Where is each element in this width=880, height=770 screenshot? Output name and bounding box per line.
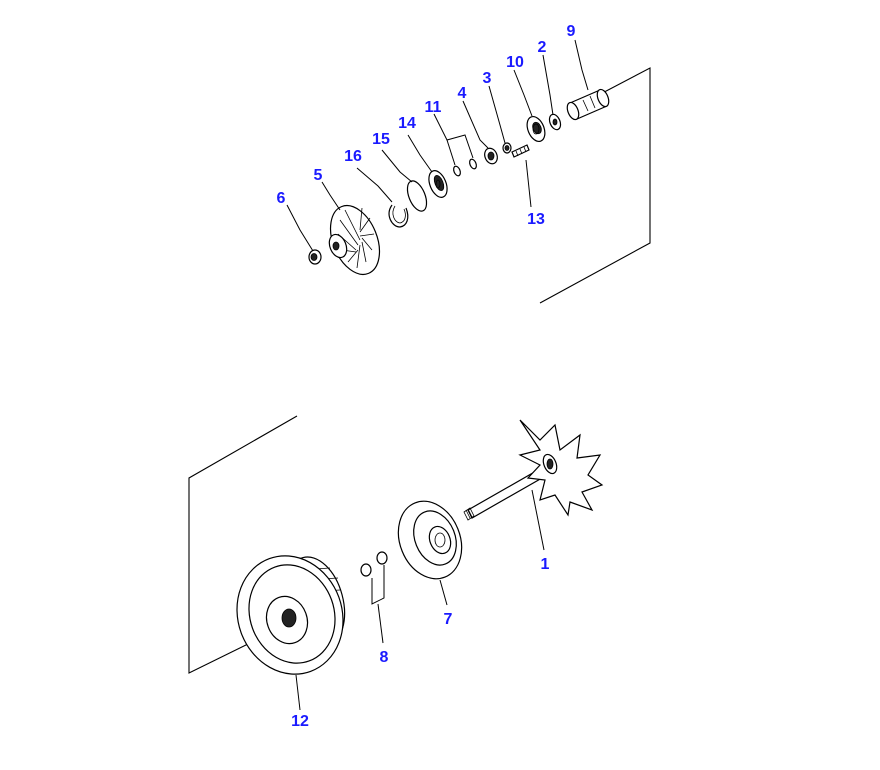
part-9-sleeve[interactable]: [565, 88, 611, 121]
part-5-compressor-wheel[interactable]: [321, 198, 389, 281]
label-part-3[interactable]: 3: [483, 70, 492, 87]
part-4-bearing[interactable]: [482, 146, 499, 165]
label-part-6[interactable]: 6: [277, 190, 286, 207]
lower-assembly-frame: [188, 415, 298, 674]
label-part-2[interactable]: 2: [538, 39, 547, 56]
upper-assembly: [308, 88, 611, 281]
label-part-9[interactable]: 9: [567, 23, 576, 40]
upper-leader-lines: [286, 39, 589, 252]
label-part-11[interactable]: 11: [425, 99, 442, 116]
label-part-5[interactable]: 5: [314, 167, 323, 184]
part-labels: 9 2 10 3 4 11 14 15 16 5 6 13 1 7 8 12: [277, 23, 576, 730]
part-7-back-plate[interactable]: [387, 492, 473, 589]
part-13-bolt[interactable]: [511, 144, 530, 158]
part-15-o-ring[interactable]: [404, 178, 431, 214]
label-part-10[interactable]: 10: [506, 54, 524, 71]
part-16-snap-ring[interactable]: [388, 204, 409, 228]
label-part-14[interactable]: 14: [398, 115, 416, 132]
part-12-center-housing[interactable]: [221, 541, 360, 689]
lower-leader-lines: [295, 489, 545, 711]
label-part-7[interactable]: 7: [444, 611, 453, 628]
part-10-thrust-collar[interactable]: [524, 114, 549, 144]
part-11-rings[interactable]: [452, 158, 477, 177]
upper-assembly-frame: [539, 67, 651, 304]
part-3-nut[interactable]: [502, 142, 512, 154]
label-part-13[interactable]: 13: [527, 211, 545, 228]
label-part-8[interactable]: 8: [380, 649, 389, 666]
part-6-nut[interactable]: [308, 249, 322, 265]
label-part-16[interactable]: 16: [344, 148, 362, 165]
part-8-rings[interactable]: [360, 551, 388, 605]
part-2-washer[interactable]: [547, 113, 562, 132]
label-part-1[interactable]: 1: [541, 556, 550, 573]
label-part-4[interactable]: 4: [458, 85, 467, 102]
part-14-seal-plate[interactable]: [425, 168, 450, 200]
part-1-turbine-shaft[interactable]: [463, 419, 604, 521]
label-part-12[interactable]: 12: [291, 713, 309, 730]
lower-assembly: [221, 419, 604, 689]
label-part-15[interactable]: 15: [372, 131, 390, 148]
